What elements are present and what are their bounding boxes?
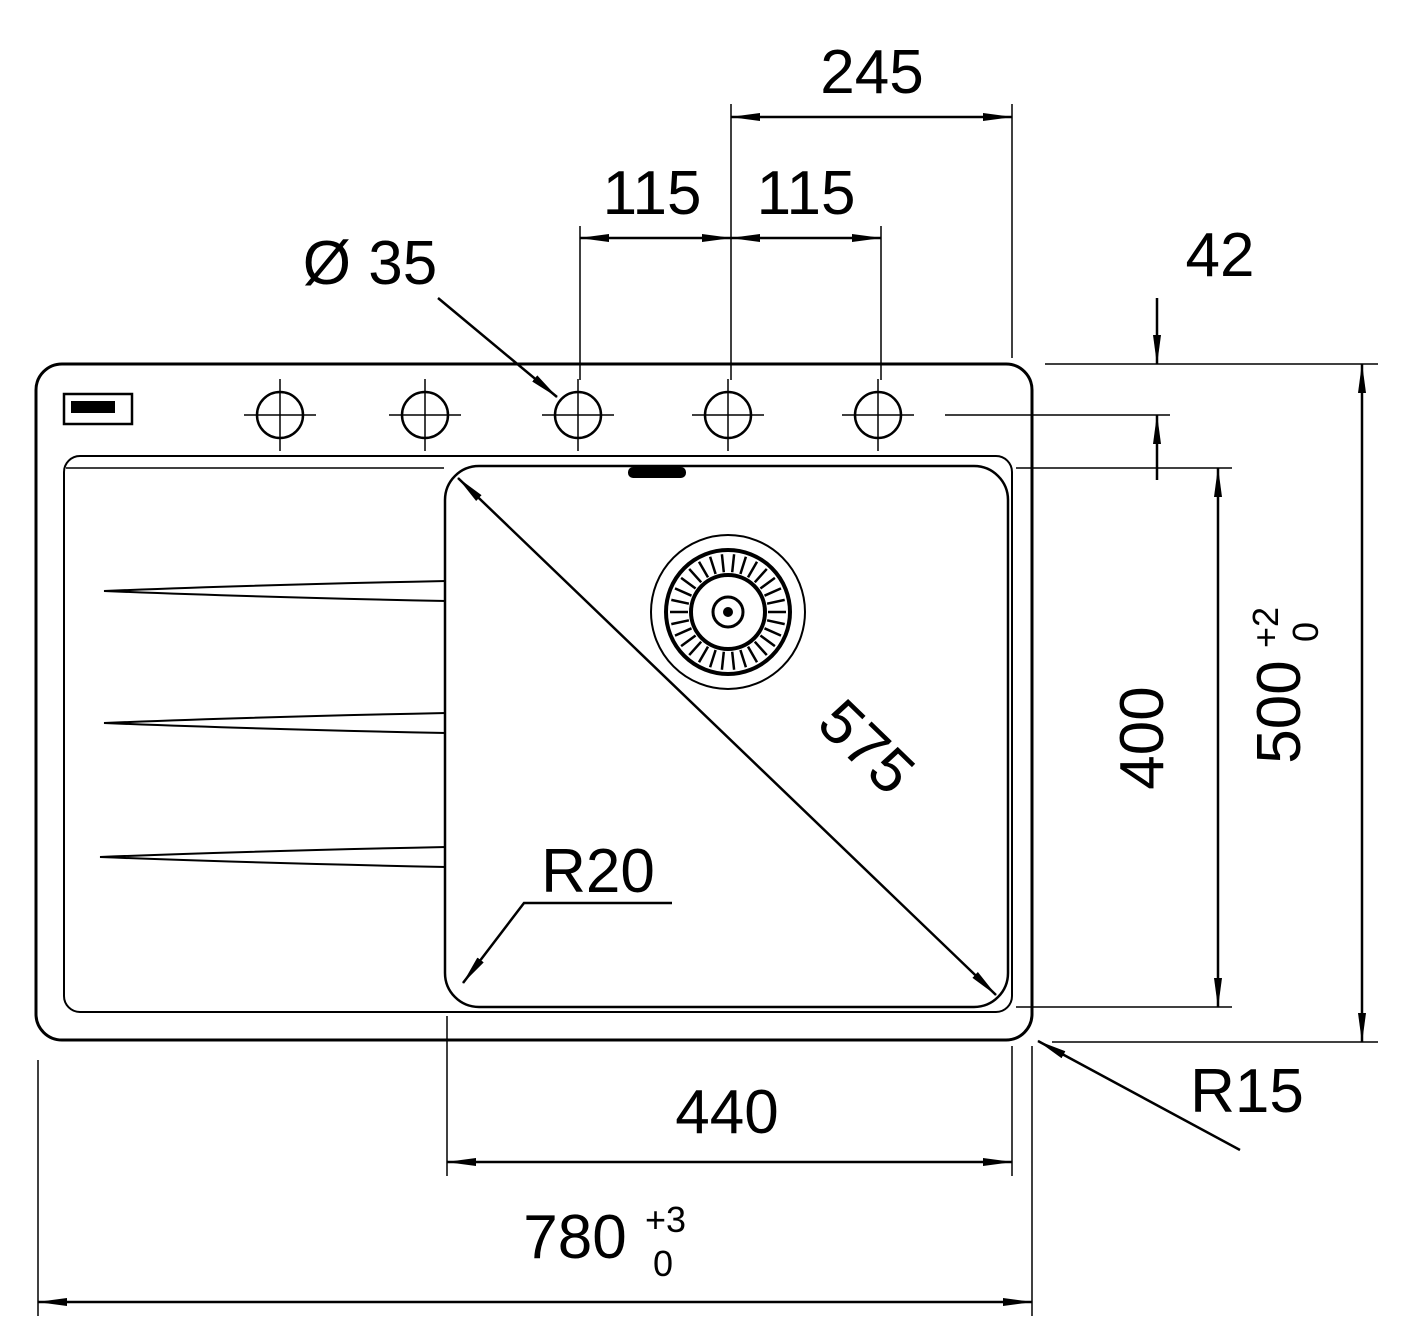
dim-115-left-label: 115 [603,159,702,228]
dim-42: 42 [945,221,1254,480]
inner-rim-outline [63,455,1013,1013]
logo-box-frame [62,392,134,426]
drain-groove-1 [103,580,447,602]
dimension-line [457,477,997,996]
drain-strainer-tick [746,561,759,579]
drain-strainer-tick [739,649,748,668]
dim-575: 575 [457,477,997,996]
drain-strainer-tick [674,587,693,597]
drain-strainer-tick [753,640,768,656]
drain-strainer-tick [680,634,697,648]
faucet-hole-1 [244,379,316,451]
drain-center-dot [723,607,733,617]
dim-115-pair: 115 115 [579,159,882,380]
drain-groove-3 [99,846,447,868]
dim-575-label-group: 575 [805,687,927,808]
dim-dia35-label: Ø 35 [303,229,437,298]
dim-400: 400 [1016,467,1232,1008]
dim-r20: R20 [462,837,672,984]
dim-780-label: 780 [523,1203,626,1272]
logo-box [62,392,134,426]
drain-strainer-tick [708,556,717,575]
dim-440-label: 440 [675,1078,778,1147]
drain-strainer-tick [759,634,776,648]
dimensions: 245 115 115 Ø 35 42 [37,38,1378,1316]
dim-r15: R15 [1037,1039,1304,1152]
faucet-hole-4 [692,379,764,451]
faucet-hole-3 [542,379,614,451]
dim-hole-diameter: Ø 35 [303,229,558,398]
sink-outline [34,362,1034,1042]
drain-strainer-tick [730,554,736,573]
dim-245: 245 [730,38,1013,380]
leader-line [437,297,558,398]
dim-780-tol-upper: +3 [645,1199,686,1240]
dim-r20-label: R20 [541,837,655,906]
drain-strainer-tick [674,627,693,637]
dim-500-label: 500 [1245,660,1314,763]
dim-42-label: 42 [1186,221,1255,290]
drain-strainer-tick [720,651,726,670]
dim-500-label-group: 500 +2 0 [1245,607,1326,764]
faucet-hole-2 [389,379,461,451]
drain-strainer-tick [720,554,726,573]
leader-line [1037,1039,1241,1152]
drain-strainer-tick [697,645,710,663]
drain-strainer-tick [688,640,703,656]
drain [650,534,806,690]
dim-500-tol-upper: +2 [1245,607,1286,648]
drain-strainer-tick [763,627,782,637]
faucet-hole-5 [842,379,914,451]
dim-500-tol-lower: 0 [1285,622,1326,642]
drainboard-grooves [99,580,447,868]
dim-400-label-group: 400 [1108,686,1177,789]
dim-245-label: 245 [820,38,923,107]
dim-575-label: 575 [805,687,927,808]
drain-strainer-tick [763,587,782,597]
dim-780-tol-lower: 0 [653,1243,673,1284]
faucet-holes [244,379,914,451]
dim-440: 440 [446,1016,1013,1176]
overflow-slot [628,467,686,478]
drain-strainer-tick [688,568,703,584]
drain-strainer-tick [680,576,697,590]
dim-r15-label: R15 [1190,1057,1304,1126]
dim-780: 780 +3 0 [37,1046,1033,1316]
drain-strainer-tick [697,561,710,579]
bowl-outline [443,464,1010,1009]
drain-strainer-tick [730,651,736,670]
drain-strainer-tick [671,619,690,626]
drain-strainer-tick [671,598,690,605]
drain-groove-2 [103,712,447,734]
logo-box-mark [71,401,115,413]
dim-400-label: 400 [1108,686,1177,789]
drain-strainer-tick [766,619,785,626]
leader-line [462,901,672,984]
drain-strainer-tick [739,556,748,575]
sink-body [34,362,1034,1042]
drain-strainer-tick [759,576,776,590]
drain-strainer-tick [708,649,717,668]
drain-strainer-tick [766,598,785,605]
dim-115-right-label: 115 [757,159,856,228]
drain-strainer-tick [753,568,768,584]
dim-500: 500 +2 0 [1045,363,1378,1043]
drain-strainer-tick [746,645,759,663]
